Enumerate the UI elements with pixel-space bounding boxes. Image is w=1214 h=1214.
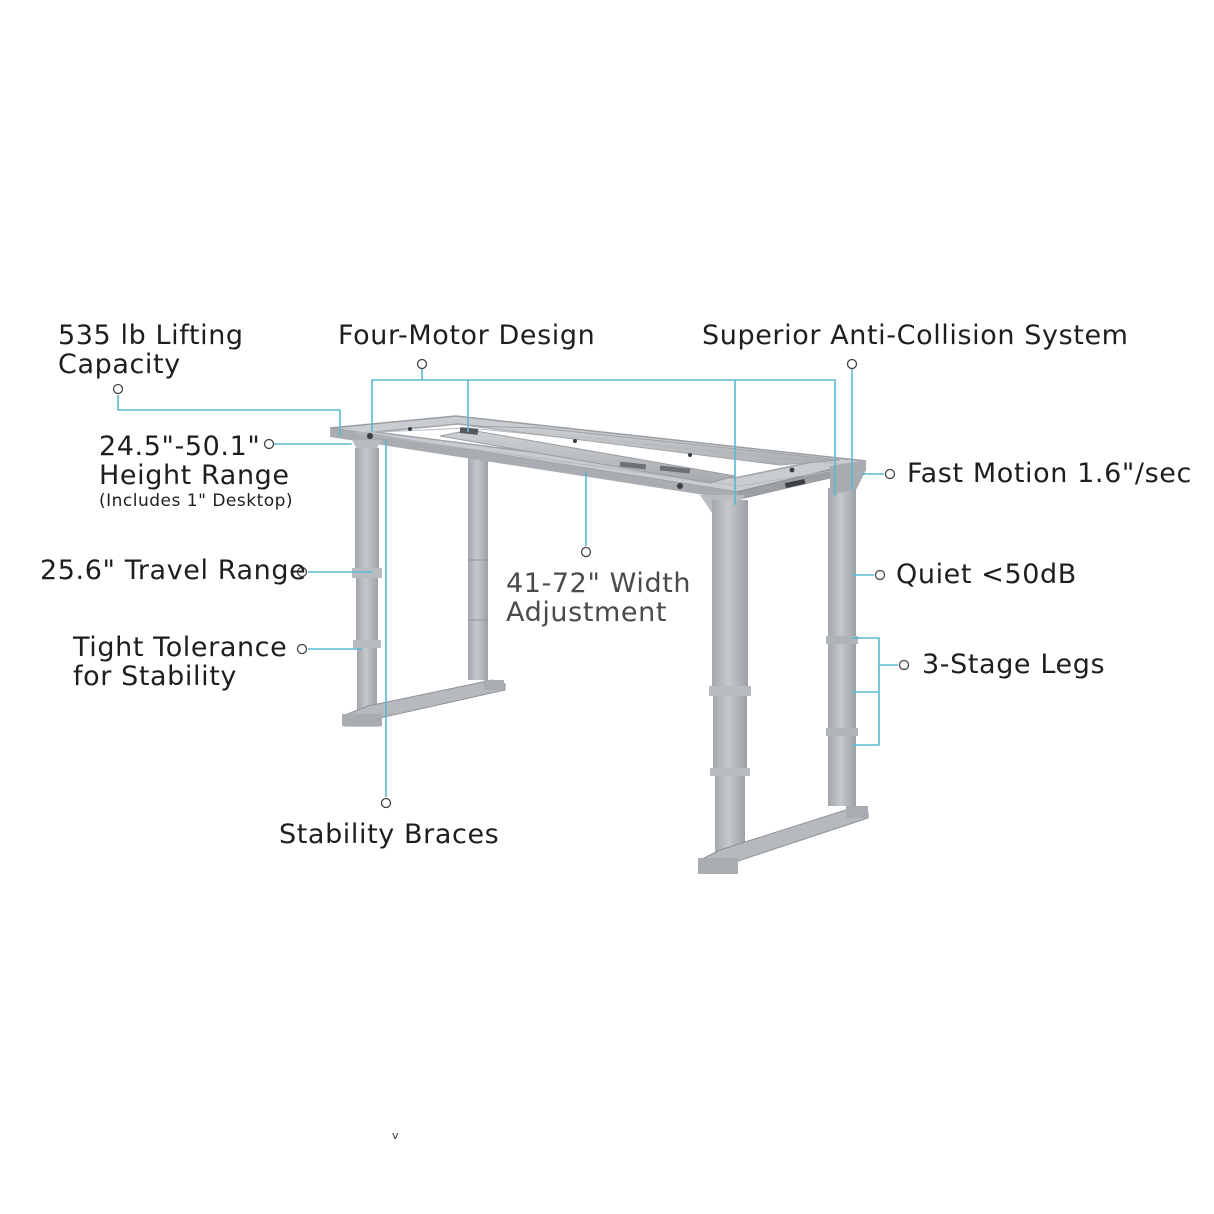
label-travel-range: 25.6" Travel Range [40, 555, 307, 586]
label-lifting-capacity-line1: 535 lb Lifting [58, 320, 244, 351]
label-three-stage: 3-Stage Legs [922, 649, 1106, 680]
label-anti-collision: Superior Anti-Collision System [702, 320, 1129, 351]
callout-dot-icon [416, 358, 428, 370]
label-tight-tolerance: Tight Tolerance for Stability [73, 633, 287, 691]
back-right-leg [826, 488, 858, 806]
label-height-range-line1: 24.5"-50.1" [99, 431, 261, 462]
leader-lifting-capacity [117, 395, 341, 436]
callout-dot-icon [296, 643, 308, 655]
callout-dots [112, 358, 910, 809]
callout-dot-icon [296, 566, 308, 578]
callout-dot-icon [112, 383, 124, 395]
label-width-adjustment-line2: Adjustment [506, 597, 668, 628]
label-fast-motion: Fast Motion 1.6"/sec [907, 458, 1192, 489]
label-width-adjustment: 41-72" Width Adjustment [506, 569, 691, 627]
front-left-leg [342, 440, 506, 727]
front-right-leg [698, 495, 869, 874]
callout-dot-icon [263, 438, 275, 450]
label-height-range-note: (Includes 1" Desktop) [99, 491, 294, 511]
leader-four-motor-bracket [371, 379, 836, 496]
label-width-adjustment-line1: 41-72" Width [506, 568, 692, 599]
label-height-range: 24.5"-50.1" Height Range (Includes 1" De… [99, 432, 293, 512]
label-four-motor: Four-Motor Design [338, 320, 596, 351]
callout-dot-icon [380, 797, 392, 809]
label-stability-braces: Stability Braces [279, 819, 500, 850]
callout-dot-icon [898, 659, 910, 671]
label-tight-tolerance-line2: for Stability [73, 661, 237, 692]
back-left-leg [468, 450, 488, 680]
callout-dot-icon [884, 468, 896, 480]
label-lifting-capacity: 535 lb Lifting Capacity [58, 321, 244, 379]
stray-mark: v [392, 1129, 399, 1142]
callout-dot-icon [874, 569, 886, 581]
top-frame [329, 415, 867, 500]
callout-dot-icon [846, 358, 858, 370]
label-height-range-line2: Height Range [99, 460, 290, 491]
callout-dot-icon [580, 546, 592, 558]
label-lifting-capacity-line2: Capacity [58, 349, 181, 380]
label-tight-tolerance-line1: Tight Tolerance [73, 632, 288, 663]
label-quiet: Quiet <50dB [896, 559, 1077, 590]
